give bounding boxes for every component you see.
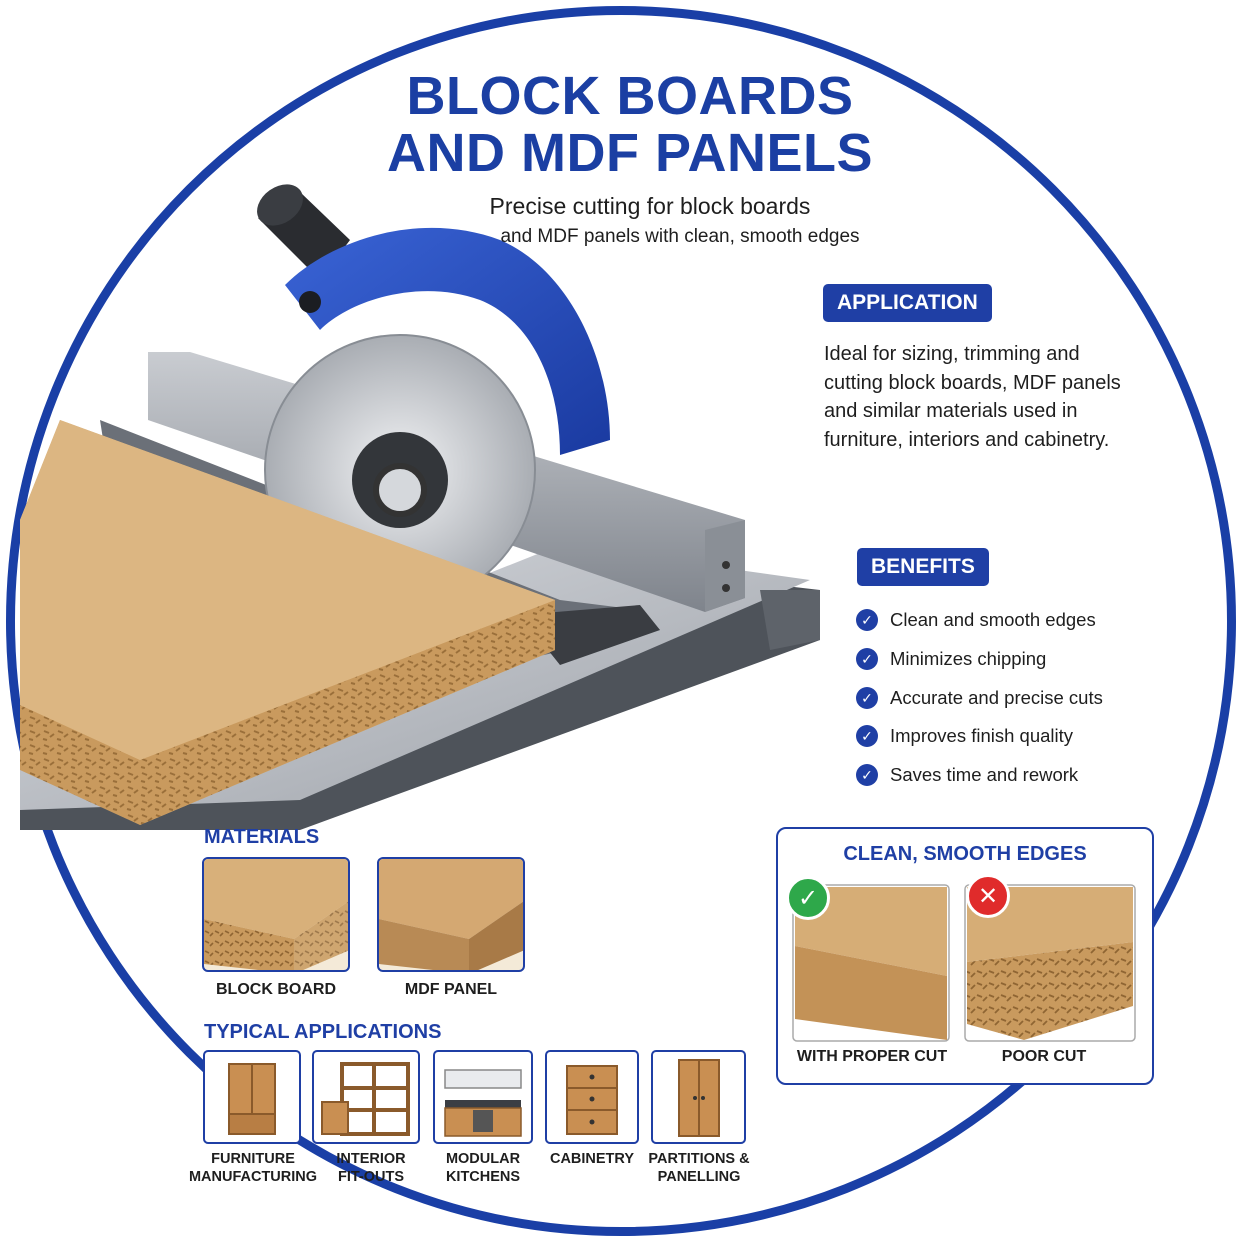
mdf-panel-icon bbox=[379, 859, 523, 970]
application-label-interior: INTERIOR FIT-OUTS bbox=[336, 1151, 406, 1185]
poor-cut-label: POOR CUT bbox=[1001, 1048, 1087, 1065]
benefit-item: ✓Saves time and rework bbox=[856, 762, 1078, 788]
benefit-item: ✓Improves finish quality bbox=[856, 723, 1073, 749]
drawer-cabinet-icon bbox=[566, 1065, 618, 1135]
material-label-mdf-panel: MDF PANEL bbox=[404, 981, 498, 998]
application-card-furniture bbox=[203, 1050, 301, 1144]
application-text: Ideal for sizing, trimming and cutting b… bbox=[824, 343, 1121, 451]
application-heading: APPLICATION bbox=[823, 284, 992, 322]
page-title: BLOCK BOARDS AND MDF PANELS bbox=[330, 68, 930, 182]
proper-cut-panel bbox=[792, 884, 950, 1042]
check-icon: ✓ bbox=[856, 609, 878, 631]
check-icon: ✓ bbox=[856, 687, 878, 709]
title-line-2: AND MDF PANELS bbox=[387, 123, 873, 183]
wardrobe-icon bbox=[228, 1063, 276, 1135]
blade-guard bbox=[257, 184, 610, 455]
benefits-heading: BENEFITS bbox=[857, 548, 989, 586]
title-line-1: BLOCK BOARDS bbox=[406, 66, 854, 126]
application-label-furniture: FURNITURE MANUFACTURING bbox=[188, 1151, 318, 1185]
typical-applications-heading: TYPICAL APPLICATIONS bbox=[204, 1021, 442, 1043]
block-board-card bbox=[202, 857, 350, 972]
benefit-item: ✓Clean and smooth edges bbox=[856, 607, 1096, 633]
application-card-kitchen bbox=[433, 1050, 533, 1144]
check-icon: ✓ bbox=[856, 725, 878, 747]
material-label-block-board: BLOCK BOARD bbox=[216, 981, 336, 998]
block-board-icon bbox=[204, 859, 348, 970]
circle-frame bbox=[6, 6, 1236, 1236]
mdf-panel-card bbox=[377, 857, 525, 972]
kitchen-icon bbox=[444, 1069, 522, 1137]
application-card-cabinetry bbox=[545, 1050, 639, 1144]
subtitle-line-1: Precise cutting for block boards bbox=[489, 193, 811, 219]
subtitle-line-2: and MDF panels with clean, smooth edges bbox=[500, 226, 860, 247]
application-label-kitchen: MODULAR KITCHENS bbox=[445, 1151, 521, 1185]
check-circle-icon: ✓ bbox=[786, 876, 830, 920]
poor-cut-panel bbox=[964, 884, 1136, 1042]
check-icon: ✓ bbox=[856, 764, 878, 786]
application-card-interior bbox=[312, 1050, 420, 1144]
application-card-partitions bbox=[651, 1050, 746, 1144]
materials-heading: MATERIALS bbox=[204, 826, 320, 848]
benefit-item: ✓Minimizes chipping bbox=[856, 646, 1046, 672]
benefit-item: ✓Accurate and precise cuts bbox=[856, 685, 1103, 711]
check-icon: ✓ bbox=[856, 648, 878, 670]
x-circle-icon: ✕ bbox=[966, 874, 1010, 918]
edge-comparison-heading: CLEAN, SMOOTH EDGES bbox=[843, 843, 1087, 865]
proper-cut-label: WITH PROPER CUT bbox=[796, 1048, 948, 1065]
tall-cabinet-icon bbox=[678, 1059, 720, 1137]
application-label-cabinetry: CABINETRY bbox=[549, 1151, 635, 1167]
block-board-illustration bbox=[20, 420, 555, 825]
application-label-partitions: PARTITIONS & PANELLING bbox=[648, 1151, 750, 1185]
shelving-icon bbox=[321, 1062, 410, 1136]
